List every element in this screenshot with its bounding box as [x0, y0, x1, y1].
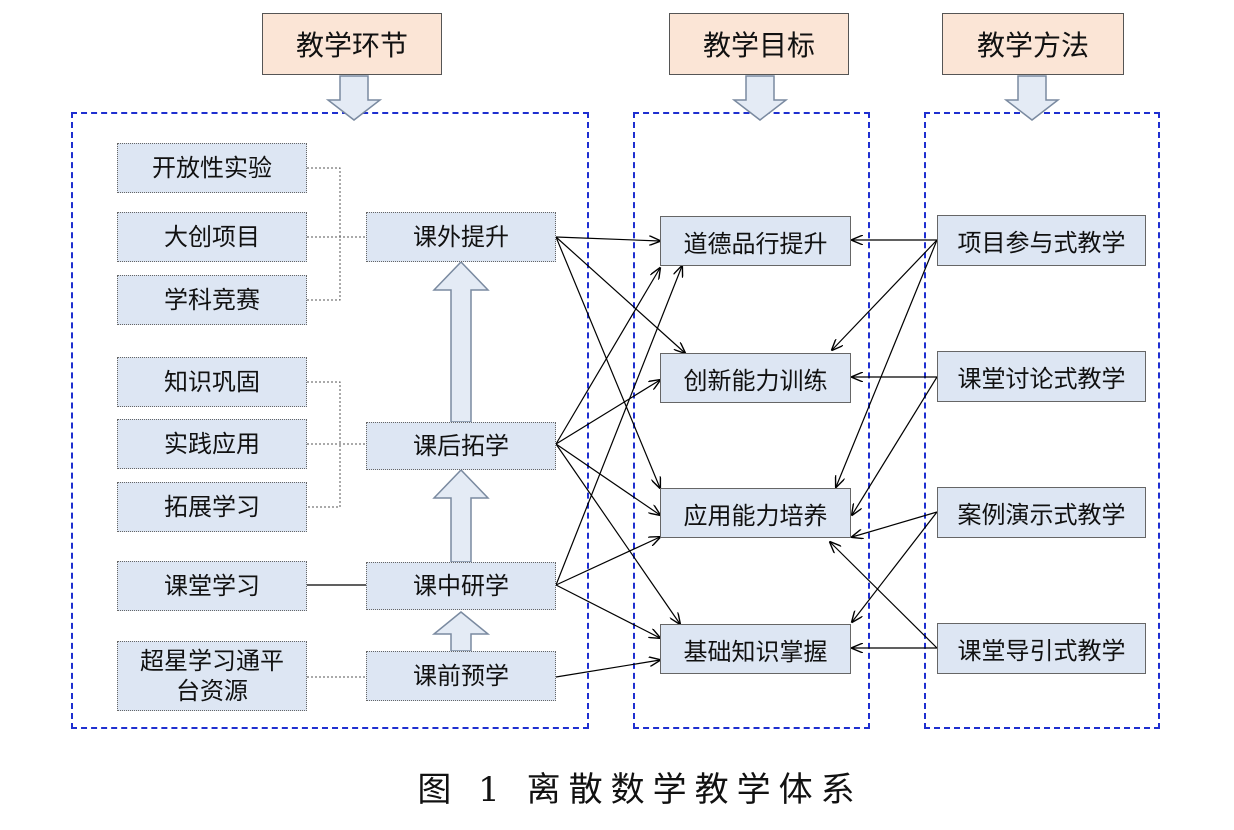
header-teaching-link: 教学环节 [262, 13, 442, 75]
header-label: 教学目标 [702, 29, 815, 62]
stage-box: 课后拓学 [366, 422, 556, 470]
method-label: 课堂导引式教学 [957, 637, 1126, 665]
stage-label: 课外提升 [413, 223, 509, 251]
header-teaching-goal: 教学目标 [669, 13, 849, 75]
stage-up-arrow [432, 260, 490, 423]
stage-label: 课后拓学 [413, 432, 509, 460]
goal-label: 创新能力训练 [683, 366, 828, 395]
source-label: 台资源 [176, 677, 248, 705]
stage-up-arrow [431, 611, 491, 652]
source-label: 超星学习通平 [140, 647, 284, 675]
figure-caption: 图 1 离散数学教学体系 [417, 770, 863, 810]
source-box: 知识巩固 [117, 357, 307, 407]
header-down-arrow [1003, 75, 1061, 121]
group-teaching-link [71, 112, 589, 729]
goal-label: 应用能力培养 [683, 501, 828, 530]
method-box: 课堂讨论式教学 [937, 351, 1146, 402]
header-down-arrow [325, 75, 383, 121]
source-box: 学科竞赛 [117, 275, 307, 325]
bracket-connectors [307, 167, 366, 678]
stage-box: 课中研学 [366, 562, 556, 610]
header-label: 教学方法 [976, 29, 1089, 62]
source-label: 开放性实验 [152, 154, 272, 182]
stage-box: 课外提升 [366, 212, 556, 262]
method-box: 案例演示式教学 [937, 487, 1146, 538]
source-box: 开放性实验 [117, 143, 307, 193]
source-label: 拓展学习 [164, 493, 260, 521]
method-label: 案例演示式教学 [957, 501, 1126, 529]
source-box: 大创项目 [117, 212, 307, 262]
header-teaching-method: 教学方法 [942, 13, 1124, 75]
goal-label: 道德品行提升 [683, 229, 828, 258]
header-label: 教学环节 [295, 29, 408, 62]
goal-box: 基础知识掌握 [660, 624, 851, 674]
stage-up-arrow [432, 468, 490, 563]
stage-box: 课前预学 [366, 651, 556, 701]
method-box: 项目参与式教学 [937, 215, 1146, 266]
source-box: 课堂学习 [117, 561, 307, 611]
goal-box: 应用能力培养 [660, 488, 851, 538]
goal-box: 创新能力训练 [660, 353, 851, 403]
source-label: 实践应用 [164, 430, 260, 458]
method-label: 项目参与式教学 [957, 229, 1126, 257]
source-label: 知识巩固 [164, 368, 260, 396]
source-box: 超星学习通平 台资源 [117, 641, 307, 711]
source-box: 实践应用 [117, 419, 307, 469]
stage-label: 课中研学 [413, 572, 509, 600]
source-label: 学科竞赛 [164, 286, 260, 314]
goal-label: 基础知识掌握 [683, 637, 828, 666]
stage-label: 课前预学 [413, 662, 509, 690]
source-label: 大创项目 [164, 223, 260, 251]
method-label: 课堂讨论式教学 [957, 365, 1126, 393]
method-goal-arrows [830, 240, 938, 648]
stage-goal-arrows [555, 237, 685, 678]
goal-box: 道德品行提升 [660, 216, 851, 266]
header-down-arrow [731, 75, 789, 121]
source-label: 课堂学习 [164, 572, 260, 600]
source-box: 拓展学习 [117, 482, 307, 532]
method-box: 课堂导引式教学 [937, 623, 1146, 674]
